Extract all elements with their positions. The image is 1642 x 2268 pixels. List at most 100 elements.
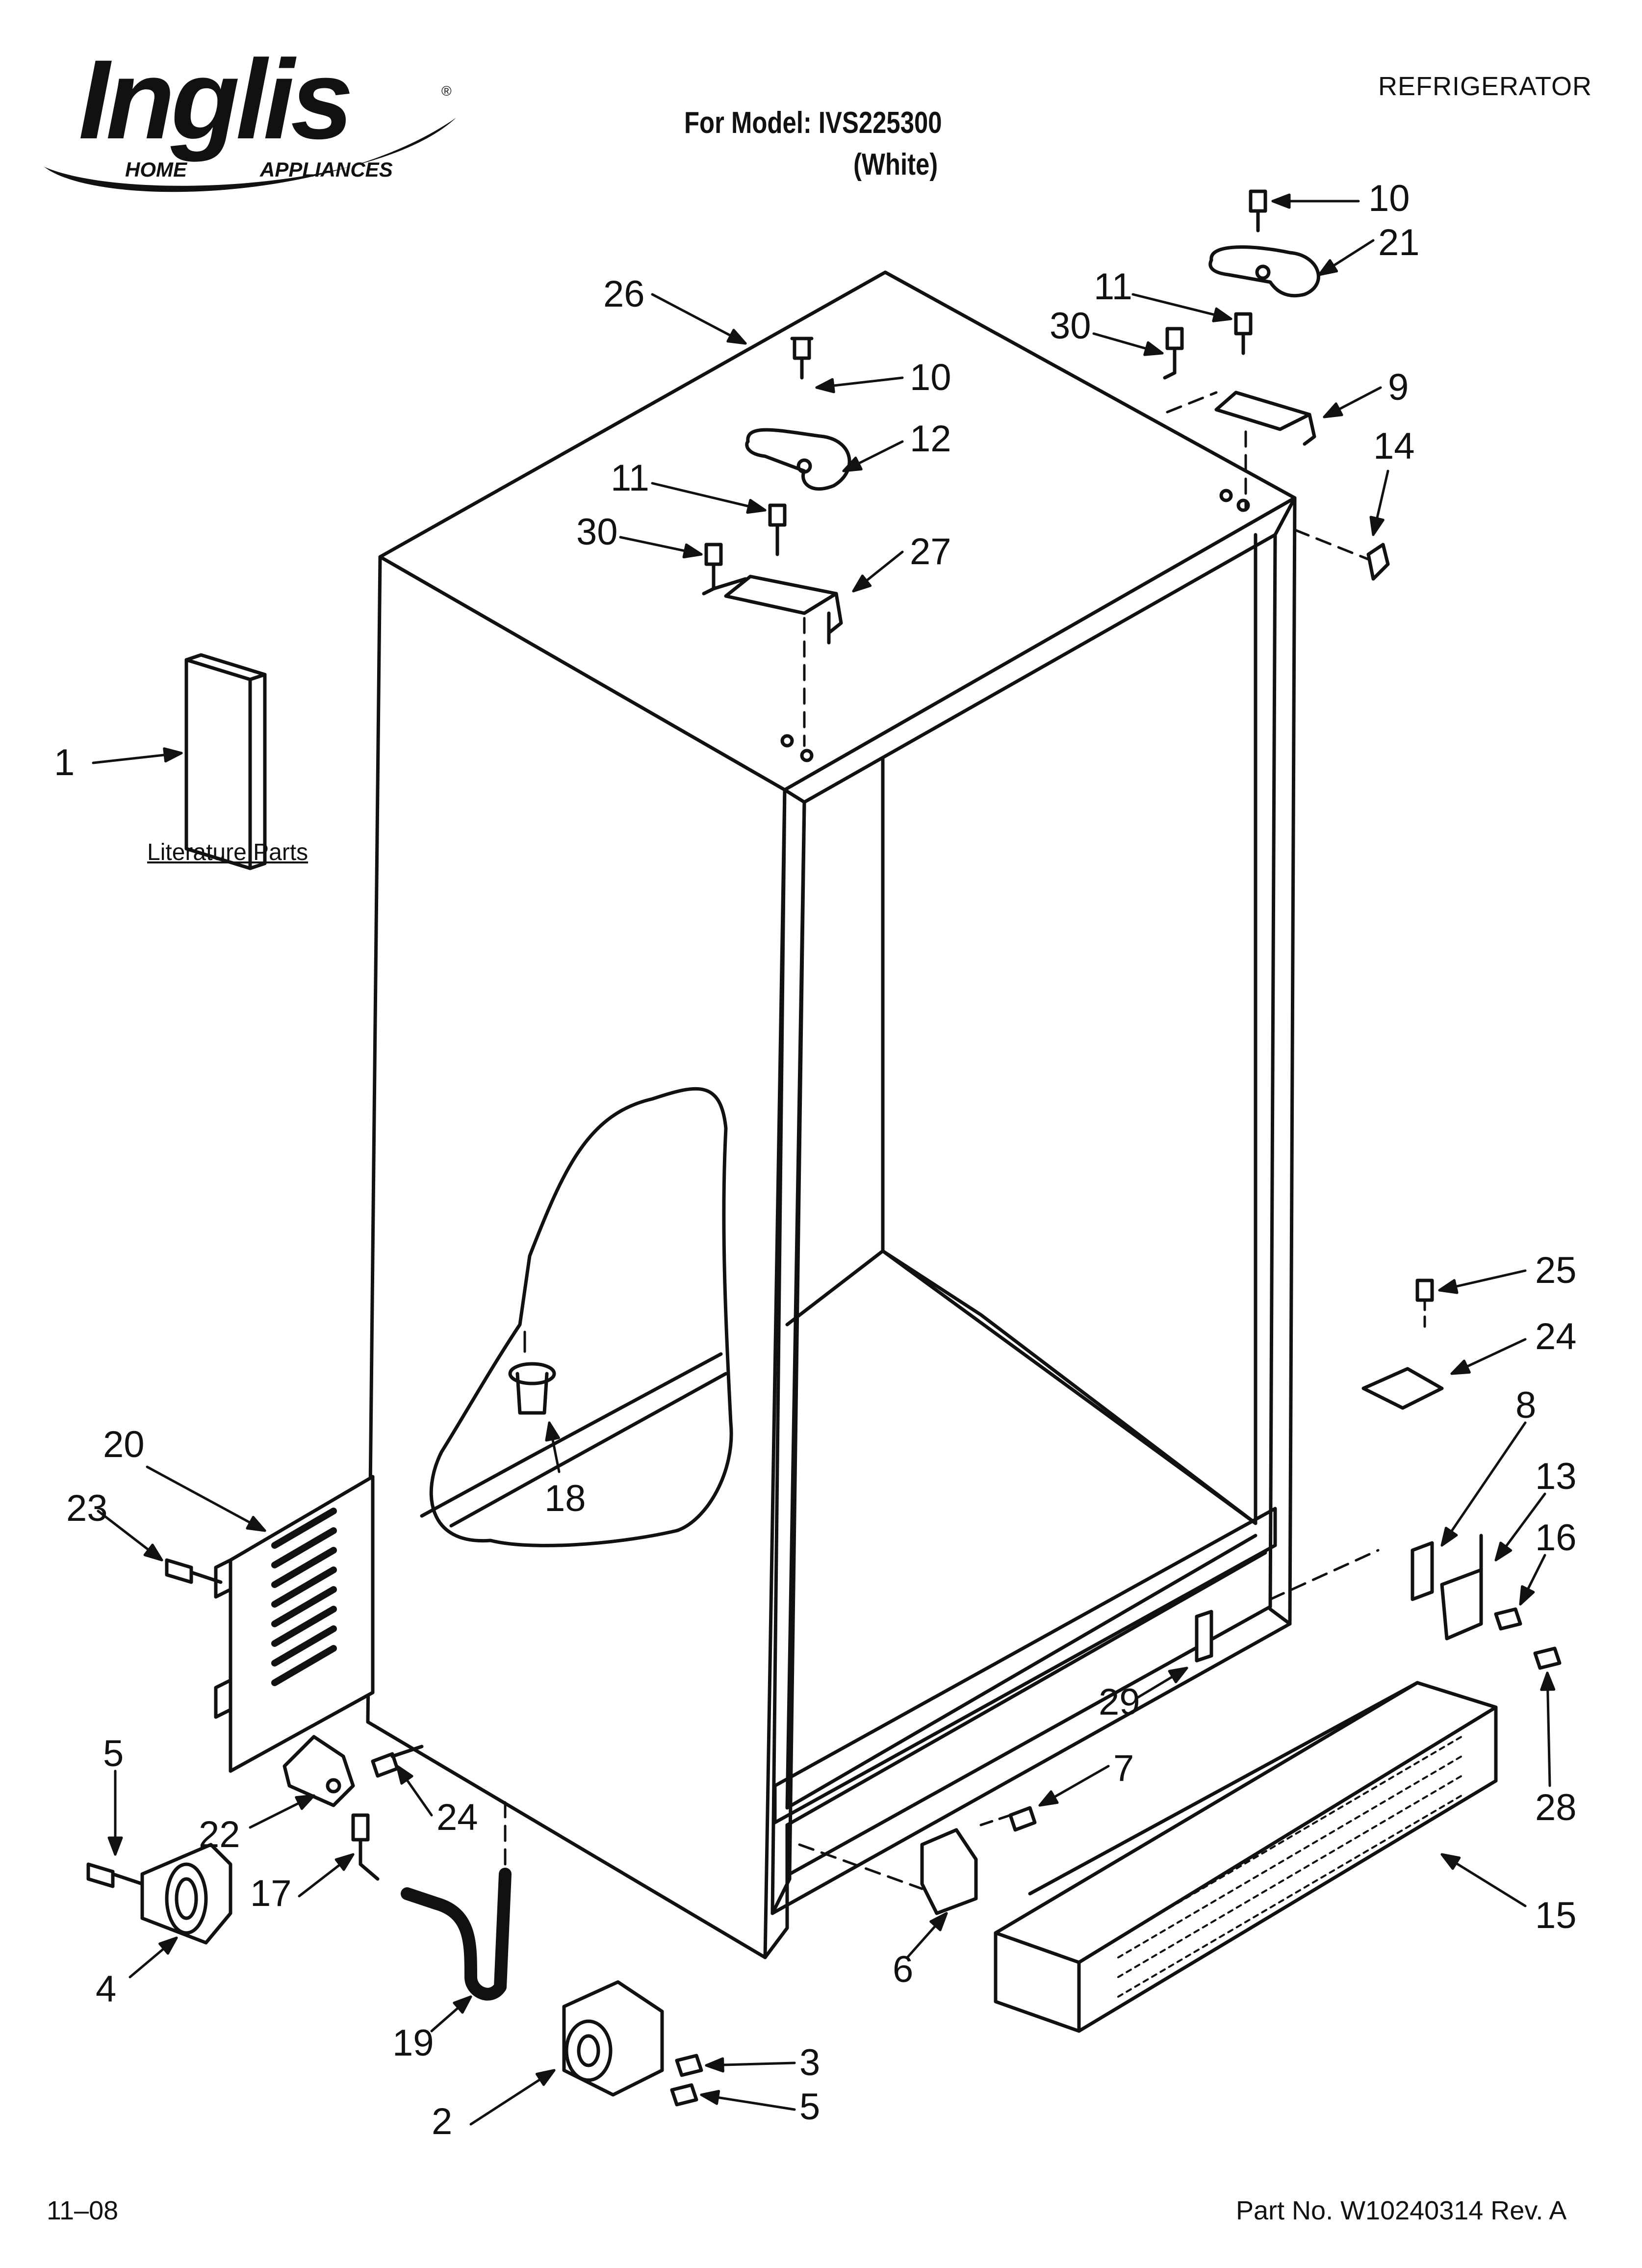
callout-5-right: 5 [799,2086,820,2128]
callout-20: 20 [103,1424,145,1465]
callout-14: 14 [1373,425,1415,467]
arrowhead-icon-5a [107,1836,123,1856]
screw-23 [165,1558,223,1584]
brand-logo: Inglis ® HOME APPLIANCES [34,36,466,206]
leader-line-20 [146,1465,266,1532]
callout-29: 29 [1099,1681,1140,1723]
arrowhead-icon-6 [929,1912,948,1931]
callout-12: 12 [910,418,951,460]
rear-grille-panel [214,1475,375,1773]
upper-right-bracket [1361,1278,1444,1410]
callout-11-center: 11 [611,457,649,499]
callout-11-right: 11 [1094,266,1132,308]
callout-3: 3 [799,2042,820,2084]
literature-booklet-icon [184,653,267,870]
arrowhead-icon-26 [726,329,747,345]
center-top-hinge [702,337,851,762]
callout-labels: 1 2 3 4 5 5 6 7 8 9 10 10 11 11 12 13 14… [54,178,1577,2142]
cabinet [366,270,1297,1959]
arrowhead-icon-24r [1450,1359,1471,1375]
arrowhead-icon-17 [334,1853,355,1871]
brand-name: Inglis [78,36,354,162]
arrowhead-icon-4 [158,1936,178,1955]
arrowhead-icon-19 [453,1995,472,2014]
leader-line-8 [1440,1421,1527,1547]
arrowhead-icon-3 [705,2057,724,2073]
brand-sub-home: HOME [125,158,187,181]
callout-19: 19 [392,2022,434,2064]
callout-22: 22 [199,1814,240,1855]
arrowhead-icon-11r [1212,307,1232,322]
callout-2: 2 [432,2101,452,2142]
callout-27: 27 [910,531,951,573]
callout-10-center: 10 [910,357,951,398]
base-grille [994,1681,1498,2033]
arrowhead-icon-30r [1143,341,1164,356]
arrowhead-icon-28 [1540,1671,1556,1691]
arrowhead-icon-25 [1438,1279,1459,1294]
date-code: 11–08 [47,2196,119,2225]
leader-line-11c [651,482,767,512]
drain-tube [401,1799,512,2001]
category-label: REFRIGERATOR [1378,72,1592,101]
literature-parts-label: Literature Parts [147,839,308,865]
callout-6: 6 [893,1949,913,1990]
callout-26: 26 [603,273,645,315]
arrowhead-icon-8 [1440,1527,1458,1547]
arrowhead-icon-10c [815,378,835,393]
model-line: For Model: IVS225300 [684,106,942,140]
arrowhead-icon-16 [1519,1585,1535,1606]
roller-assembly [86,1843,232,1945]
part-29-bracket [1195,1610,1213,1663]
arrowhead-icon-27 [852,574,872,593]
callout-7: 7 [1113,1747,1134,1789]
callout-8: 8 [1515,1384,1536,1426]
callout-30-center: 30 [576,511,618,553]
arrowhead-icon-11c [746,498,767,514]
lower-hinge-bracket [282,1735,424,1807]
right-lower-hinge [1269,1534,1562,1670]
arrowhead-icon-7 [1038,1790,1059,1807]
color-line: (White) [853,148,938,182]
registered-mark: ® [441,83,452,99]
door-stop-part [1293,528,1390,581]
arrowhead-icon-9 [1323,402,1343,418]
front-roller-assembly [562,1980,703,2107]
arrowhead-icon-10r [1271,193,1291,209]
callout-16: 16 [1535,1517,1577,1559]
arrowhead-icon-2 [535,2069,556,2086]
callout-9: 9 [1388,366,1409,408]
callout-24-right: 24 [1535,1316,1577,1357]
callout-17: 17 [250,1873,292,1914]
leader-line-28 [1546,1671,1551,1787]
arrowhead-icon-23 [143,1543,163,1562]
callout-leaders [92,193,1556,2126]
arrowhead-icon-1 [163,747,183,763]
callout-18: 18 [544,1478,586,1519]
base-clip [798,1806,1037,1915]
callout-5-left: 5 [103,1733,124,1774]
callout-13: 13 [1535,1456,1577,1497]
arrowhead-icon-15 [1440,1853,1461,1870]
arrowhead-icon-21 [1318,259,1338,276]
callout-25: 25 [1535,1250,1577,1291]
callout-30-right: 30 [1050,305,1091,347]
arrowhead-icon-29 [1168,1667,1188,1684]
arrowhead-icon-20 [246,1515,266,1532]
callout-23: 23 [66,1487,108,1529]
arrowhead-icon-12 [842,456,863,472]
callout-28: 28 [1535,1787,1577,1828]
callout-10-right: 10 [1368,178,1410,219]
arrowhead-icon-14 [1369,516,1385,536]
arrowhead-icon-18 [545,1421,560,1442]
callout-15: 15 [1535,1895,1577,1936]
arrowhead-icon-13 [1494,1541,1513,1562]
callout-1: 1 [54,742,75,783]
arrowhead-icon-24l [396,1765,413,1785]
screw-17 [351,1813,380,1881]
part-number: Part No. W10240314 Rev. A [1236,2196,1567,2225]
callout-21: 21 [1378,222,1420,263]
callout-4: 4 [96,1968,116,2010]
callout-24-left: 24 [436,1797,478,1838]
